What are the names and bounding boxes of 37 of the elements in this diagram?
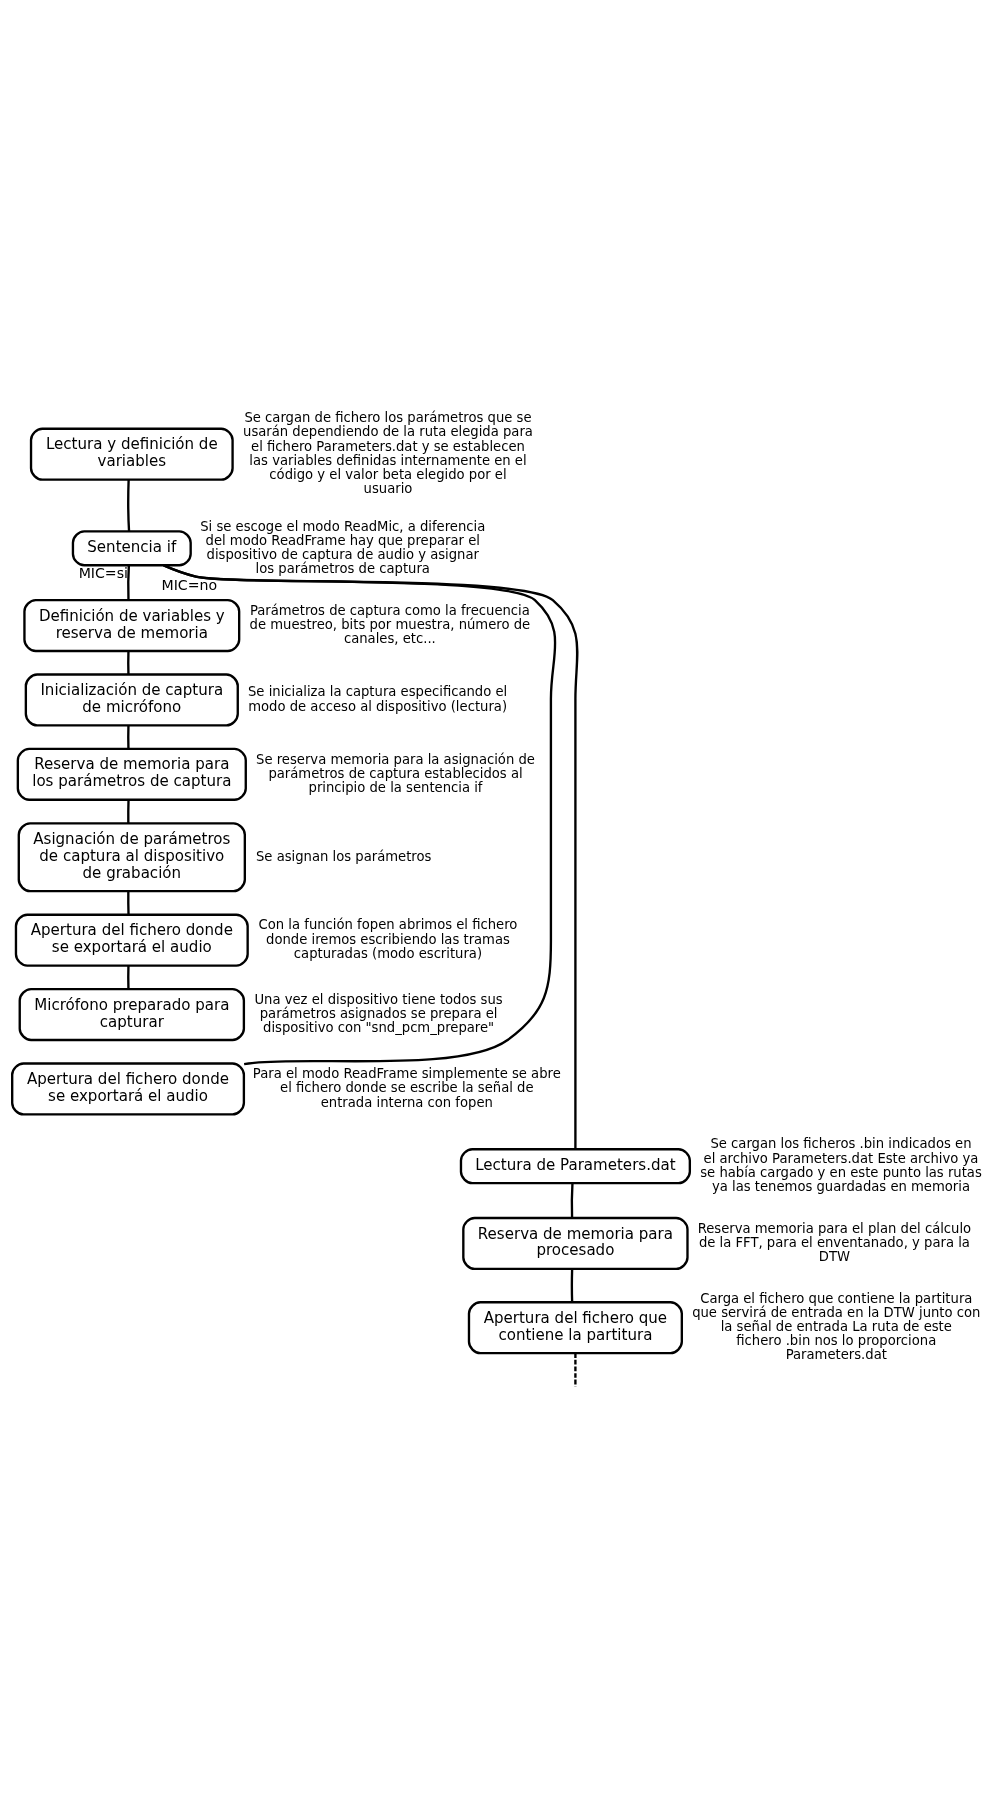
connector — [163, 563, 579, 1149]
connector — [127, 799, 130, 823]
node-label: Con la función fopen abrimos el fichero donde iremos escribiendo las tramas capturadas (modo escritura) — [258, 916, 518, 961]
node-label: Si se escoge el modo ReadMic, a diferencia del modo ReadFrame hay que preparar el dispositivo de captura de audio y asignar los parámetros de captura — [200, 518, 486, 576]
connector — [570, 1182, 574, 1218]
connector — [570, 1268, 574, 1302]
connector — [127, 479, 131, 531]
node-label: Se reserva memoria para la asignación de parámetros de captura establecidos al principio de la sentencia if — [256, 751, 535, 795]
node-label: Carga el fichero que contiene la partitura que servirá de entrada en la DTW junto con la señal de entrada La ruta de este fichero .bin nos lo proporciona Parameters.dat — [692, 1290, 981, 1362]
node-box: Lectura de Parameters.dat — [459, 1147, 691, 1184]
node-box: Apertura del fichero donde se exportará el audio — [11, 1061, 246, 1116]
node-box: Reserva de memoria para procesado — [462, 1216, 689, 1270]
node-box: Apertura del fichero donde se exportará el audio — [14, 913, 249, 967]
node-box: Lectura y definición de variables — [29, 427, 234, 481]
connector — [127, 724, 130, 749]
edge-label: MIC=si — [78, 564, 128, 581]
connector — [127, 891, 130, 915]
connector — [127, 565, 130, 600]
edge-label: MIC=no — [161, 576, 218, 593]
node-box: Micrófono preparado para capturar — [18, 987, 246, 1041]
node-box: Reserva de memoria para los parámetros de captura — [16, 747, 247, 801]
node-label: Se cargan los ficheros .bin indicados en el archivo Parameters.dat Este archivo ya se había cargado y en este punto las rutas ya las tenemos guardadas en memoria — [700, 1135, 982, 1194]
node-label: Se inicializa la captura especificando el modo de acceso al dispositivo (lectura) — [248, 683, 508, 714]
node-box: Inicialización de captura de micrófono — [24, 672, 239, 727]
node-box: Apertura del fichero que contiene la partitura — [467, 1300, 683, 1354]
connector — [574, 1352, 577, 1386]
node-box: Asignación de parámetros de captura al dispositivo de grabación — [17, 821, 246, 892]
node-label: Para el modo ReadFrame simplemente se abre el fichero donde se escribe la señal de entrada interna con fopen — [252, 1065, 561, 1110]
connector — [127, 965, 130, 989]
node-label: Se cargan de fichero los parámetros que se usarán dependiendo de la ruta elegida para el fichero Parameters.dat y se establecen las variables definidas internamente en el código y el valor beta elegido por el usuario — [243, 409, 533, 496]
connector — [127, 650, 130, 675]
node-label: Una vez el dispositivo tiene todos sus parámetros asignados se prepara el dispositivo con "snd_pcm_prepare" — [254, 991, 503, 1035]
node-label: Reserva memoria para el plan del cálculo de la FFT, para el enventanado, y para la DTW — [697, 1220, 972, 1264]
node-label: Se asignan los parámetros — [256, 848, 432, 864]
node-box: Definición de variables y reserva de memoria — [23, 598, 241, 652]
node-label: Parámetros de captura como la frecuencia de muestreo, bits por muestra, número de canales, etc... — [249, 602, 531, 646]
node-box: Sentencia if — [71, 529, 192, 566]
